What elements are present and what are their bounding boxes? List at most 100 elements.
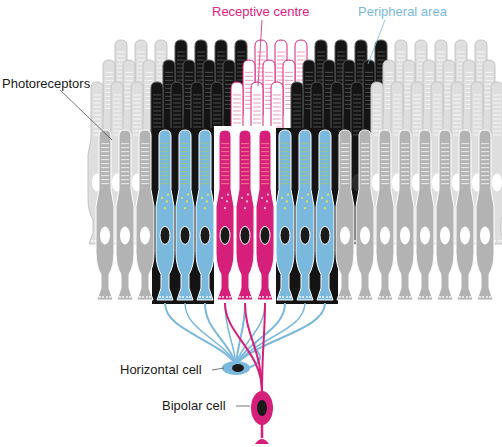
disc-stripe xyxy=(437,51,445,52)
bipolar-nucleus xyxy=(257,400,267,416)
disc-stripe xyxy=(425,80,433,81)
disc-stripe xyxy=(493,94,501,95)
disc-stripe xyxy=(301,167,309,168)
disc-stripe xyxy=(461,155,469,156)
mitochondria-dot xyxy=(304,207,306,209)
disc-stripe xyxy=(353,110,361,111)
disc-stripe xyxy=(297,51,305,52)
disc-stripe xyxy=(477,59,485,60)
disc-stripe xyxy=(453,118,461,119)
disc-stripe xyxy=(173,126,181,127)
cell-nucleus xyxy=(360,226,370,244)
disc-stripe xyxy=(301,163,309,164)
disc-stripe xyxy=(153,102,161,103)
photoreceptor-cell xyxy=(276,130,294,300)
disc-stripe xyxy=(381,175,389,176)
disc-stripe xyxy=(321,171,329,172)
disc-stripe xyxy=(345,80,353,81)
disc-stripe xyxy=(453,110,461,111)
disc-stripe xyxy=(93,94,101,95)
mitochondria-dot xyxy=(164,207,166,209)
disc-stripe xyxy=(201,183,209,184)
disc-stripe xyxy=(145,72,153,73)
disc-stripe xyxy=(293,102,301,103)
disc-stripe xyxy=(121,143,129,144)
disc-stripe xyxy=(261,171,269,172)
mitochondria-dot xyxy=(281,197,283,199)
synapse-dot xyxy=(119,296,121,298)
disc-stripe xyxy=(213,114,221,115)
disc-stripe xyxy=(373,114,381,115)
disc-stripe xyxy=(293,98,301,99)
disc-stripe xyxy=(93,98,101,99)
synapse-dot xyxy=(106,296,108,298)
disc-stripe xyxy=(293,126,301,127)
photoreceptor-cell xyxy=(96,130,114,300)
disc-stripe xyxy=(93,114,101,115)
disc-stripe xyxy=(361,179,369,180)
photoreceptor-cell xyxy=(316,130,334,300)
disc-stripe xyxy=(357,55,365,56)
disc-stripe xyxy=(321,179,329,180)
disc-stripe xyxy=(165,72,173,73)
synapse-dot xyxy=(286,296,288,298)
disc-stripe xyxy=(253,122,261,123)
disc-stripe xyxy=(241,143,249,144)
disc-stripe xyxy=(421,171,429,172)
disc-stripe xyxy=(101,179,109,180)
disc-stripe xyxy=(177,55,185,56)
peripheral-backdrop xyxy=(152,128,338,304)
synapse-dot xyxy=(129,296,131,298)
disc-stripe xyxy=(101,143,109,144)
disc-stripe xyxy=(133,102,141,103)
disc-stripe xyxy=(237,51,245,52)
disc-stripe xyxy=(333,126,341,127)
disc-stripe xyxy=(397,59,405,60)
disc-stripe xyxy=(381,171,389,172)
disc-stripe xyxy=(141,167,149,168)
disc-stripe xyxy=(241,175,249,176)
synapse-dot xyxy=(339,296,341,298)
disc-stripe xyxy=(333,106,341,107)
disc-stripe xyxy=(353,106,361,107)
disc-stripe xyxy=(113,118,121,119)
synapse-dot xyxy=(182,296,184,298)
disc-stripe xyxy=(301,171,309,172)
disc-stripe xyxy=(401,143,409,144)
synapse-dot xyxy=(362,296,364,298)
disc-stripe xyxy=(233,110,241,111)
disc-stripe xyxy=(261,159,269,160)
disc-stripe xyxy=(381,143,389,144)
disc-stripe xyxy=(201,147,209,148)
disc-stripe xyxy=(153,110,161,111)
disc-stripe xyxy=(313,106,321,107)
disc-stripe xyxy=(201,175,209,176)
disc-stripe xyxy=(253,114,261,115)
disc-stripe xyxy=(333,114,341,115)
disc-stripe xyxy=(293,94,301,95)
disc-stripe xyxy=(433,98,441,99)
disc-stripe xyxy=(233,102,241,103)
photoreceptor-cell xyxy=(456,130,474,300)
synapse-dot xyxy=(239,296,241,298)
leader-line xyxy=(236,406,250,407)
disc-stripe xyxy=(441,171,449,172)
disc-stripe xyxy=(361,171,369,172)
disc-stripe xyxy=(345,76,353,77)
cell-outline xyxy=(316,130,334,300)
cell-outline xyxy=(156,130,174,300)
disc-stripe xyxy=(457,59,465,60)
disc-stripe xyxy=(401,163,409,164)
mitochondria-dot xyxy=(201,197,203,199)
disc-stripe xyxy=(413,110,421,111)
mitochondria-dot xyxy=(287,194,289,196)
disc-stripe xyxy=(221,179,229,180)
disc-stripe xyxy=(161,171,169,172)
disc-stripe xyxy=(401,147,409,148)
disc-stripe xyxy=(393,94,401,95)
synapse-dot xyxy=(409,296,411,298)
disc-stripe xyxy=(221,171,229,172)
cell-outline xyxy=(356,130,374,300)
disc-stripe xyxy=(141,175,149,176)
